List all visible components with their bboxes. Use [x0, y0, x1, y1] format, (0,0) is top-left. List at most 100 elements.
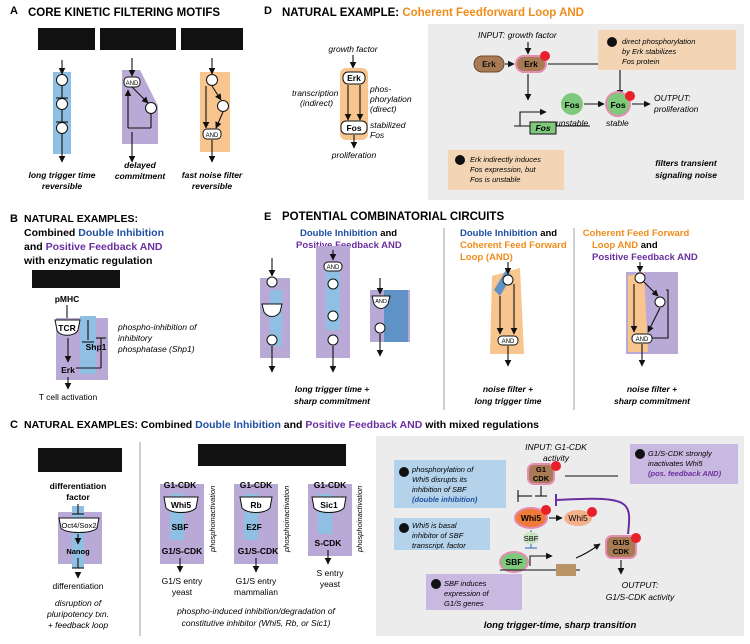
- svg-text:G1-CDK: G1-CDK: [240, 480, 273, 490]
- svg-text:unstable: unstable: [556, 118, 588, 128]
- svg-text:noise filter +: noise filter +: [627, 384, 677, 394]
- svg-text:and Positive Feedback AND: and Positive Feedback AND: [24, 241, 163, 253]
- svg-text:Loop AND and: Loop AND and: [592, 240, 658, 251]
- panel-b-letter: B: [10, 213, 18, 225]
- svg-text:direct phosphorylation: direct phosphorylation: [622, 37, 695, 46]
- panel-a-title: CORE KINETIC FILTERING MOTIFS: [28, 7, 220, 19]
- svg-text:(pos. feedback AND): (pos. feedback AND): [648, 469, 722, 478]
- motif-caption: reversible: [42, 181, 82, 191]
- svg-text:G1/S-CDK: G1/S-CDK: [238, 546, 279, 556]
- svg-text:NATURAL EXAMPLE: Coherent Feed: NATURAL EXAMPLE: Coherent Feedforward Lo…: [282, 7, 584, 19]
- svg-text:sharp commitment: sharp commitment: [294, 396, 371, 406]
- svg-text:Rb: Rb: [250, 500, 261, 510]
- redacted-box: [198, 444, 346, 466]
- redacted-box: [38, 448, 122, 472]
- svg-text:OUTPUT:: OUTPUT:: [622, 580, 659, 590]
- svg-text:Erk: Erk: [347, 73, 361, 83]
- svg-text:growth factor: growth factor: [328, 44, 378, 54]
- svg-text:Erk indirectly induces: Erk indirectly induces: [470, 155, 541, 164]
- svg-text:Combined Double Inhibition: Combined Double Inhibition: [24, 227, 164, 239]
- svg-text:phosphatase (Shp1): phosphatase (Shp1): [117, 344, 195, 354]
- svg-text:transcription: transcription: [292, 88, 339, 98]
- svg-text:SBF: SBF: [172, 522, 189, 532]
- svg-text:E2F: E2F: [246, 522, 262, 532]
- svg-text:AND: AND: [502, 339, 515, 345]
- svg-text:Erk: Erk: [482, 59, 496, 69]
- circuit-ffl-pf: AND: [626, 262, 678, 367]
- svg-text:NATURAL EXAMPLES: Combined Dou: NATURAL EXAMPLES: Combined Double Inhibi…: [24, 419, 539, 431]
- svg-text:phosphorylation of: phosphorylation of: [411, 465, 474, 474]
- svg-text:INPUT: growth factor: INPUT: growth factor: [478, 30, 558, 40]
- svg-text:pMHC: pMHC: [55, 294, 80, 304]
- svg-text:mammalian: mammalian: [234, 587, 278, 597]
- svg-text:long trigger-time, sharp trans: long trigger-time, sharp transition: [484, 620, 637, 631]
- panel-b: B NATURAL EXAMPLES: Combined Double Inhi…: [10, 213, 198, 402]
- svg-text:AND: AND: [327, 265, 340, 271]
- svg-text:Double Inhibition and: Double Inhibition and: [460, 228, 557, 239]
- svg-text:Coherent Feed Forward: Coherent Feed Forward: [460, 240, 567, 251]
- svg-text:G1/S-CDK activity: G1/S-CDK activity: [606, 592, 675, 602]
- svg-text:G1/S: G1/S: [612, 538, 629, 547]
- svg-text:OUTPUT:: OUTPUT:: [654, 93, 691, 103]
- svg-text:G1-CDK: G1-CDK: [314, 480, 347, 490]
- svg-text:Fos is unstable: Fos is unstable: [470, 175, 520, 184]
- svg-text:G1: G1: [536, 465, 546, 474]
- svg-text:Fos: Fos: [346, 123, 361, 133]
- svg-text:Loop (AND): Loop (AND): [460, 252, 513, 263]
- motif-double-inhibition: [53, 60, 71, 163]
- sic1-column: G1-CDK Sic1 S-CDK: [308, 480, 352, 565]
- svg-text:yeast: yeast: [172, 587, 193, 597]
- erk-fos-detail: INPUT: growth factor Erk Erk Fos Fos Fos…: [428, 24, 744, 200]
- panel-a-letter: A: [10, 5, 18, 17]
- motif-caption: long trigger time: [28, 170, 95, 180]
- svg-text:with enzymatic regulation: with enzymatic regulation: [23, 255, 152, 267]
- motif-caption: delayed: [124, 160, 156, 170]
- svg-text:phosphoinactivation: phosphoinactivation: [282, 486, 291, 553]
- svg-text:phosphoinactivation: phosphoinactivation: [208, 486, 217, 553]
- svg-text:Shp1: Shp1: [86, 342, 107, 352]
- svg-text:proliferation: proliferation: [653, 104, 699, 114]
- svg-text:TCR: TCR: [58, 323, 75, 333]
- svg-text:long trigger time: long trigger time: [474, 396, 541, 406]
- motif-caption: fast noise filter: [182, 170, 243, 180]
- svg-text:inhibition of SBF: inhibition of SBF: [412, 485, 467, 494]
- svg-text:Oct4/Sox2: Oct4/Sox2: [61, 521, 96, 530]
- svg-text:long trigger time +: long trigger time +: [295, 384, 369, 394]
- svg-text:Double Inhibition and: Double Inhibition and: [300, 228, 397, 239]
- svg-text:sharp commitment: sharp commitment: [614, 396, 691, 406]
- panel-c-letter: C: [10, 419, 18, 431]
- svg-text:Sic1: Sic1: [320, 500, 338, 510]
- svg-text:INPUT: G1-CDK: INPUT: G1-CDK: [525, 442, 587, 452]
- erk-fos-schematic: growth factor Erk Fos proliferation tran…: [292, 44, 412, 160]
- redacted-box: [100, 28, 176, 50]
- svg-text:by Erk stabilizes: by Erk stabilizes: [622, 47, 676, 56]
- svg-text:transcript. factor: transcript. factor: [412, 541, 466, 550]
- svg-text:yeast: yeast: [320, 579, 341, 589]
- motif-feedforward: AND: [200, 58, 230, 163]
- motif-caption: reversible: [192, 181, 232, 191]
- svg-text:G1/S genes: G1/S genes: [444, 599, 484, 608]
- svg-text:Fos protein: Fos protein: [622, 57, 660, 66]
- svg-text:Whi5: Whi5: [568, 513, 588, 523]
- whi5-detail: INPUT: G1-CDK activity G1 CDK Whi5 Whi5 …: [376, 436, 744, 636]
- svg-text:G1/S-CDK: G1/S-CDK: [162, 546, 203, 556]
- svg-text:NATURAL EXAMPLES:: NATURAL EXAMPLES:: [24, 213, 138, 225]
- svg-text:phorylation: phorylation: [369, 94, 412, 104]
- svg-text:differentiation: differentiation: [50, 481, 107, 491]
- svg-text:G1/S-CDK strongly: G1/S-CDK strongly: [648, 449, 713, 458]
- svg-text:POTENTIAL COMBINATORIAL CIRCUI: POTENTIAL COMBINATORIAL CIRCUITS: [282, 211, 504, 223]
- panel-a: A CORE KINETIC FILTERING MOTIFS AND: [10, 5, 243, 191]
- svg-text:S entry: S entry: [317, 568, 345, 578]
- svg-text:AND: AND: [375, 299, 387, 305]
- svg-text:noise filter +: noise filter +: [483, 384, 533, 394]
- svg-text:AND: AND: [126, 81, 139, 87]
- svg-text:Erk: Erk: [524, 59, 538, 69]
- svg-text:AND: AND: [636, 337, 649, 343]
- svg-text:G1/S entry: G1/S entry: [236, 576, 277, 586]
- svg-text:SBF: SBF: [524, 534, 539, 543]
- svg-text:phospho-inhibition of: phospho-inhibition of: [117, 322, 198, 332]
- svg-text:signaling noise: signaling noise: [655, 170, 717, 180]
- rb-column: G1-CDK Rb E2F G1/S-CDK: [234, 480, 279, 573]
- svg-text:Fos expression, but: Fos expression, but: [470, 165, 536, 174]
- redacted-box: [38, 28, 95, 50]
